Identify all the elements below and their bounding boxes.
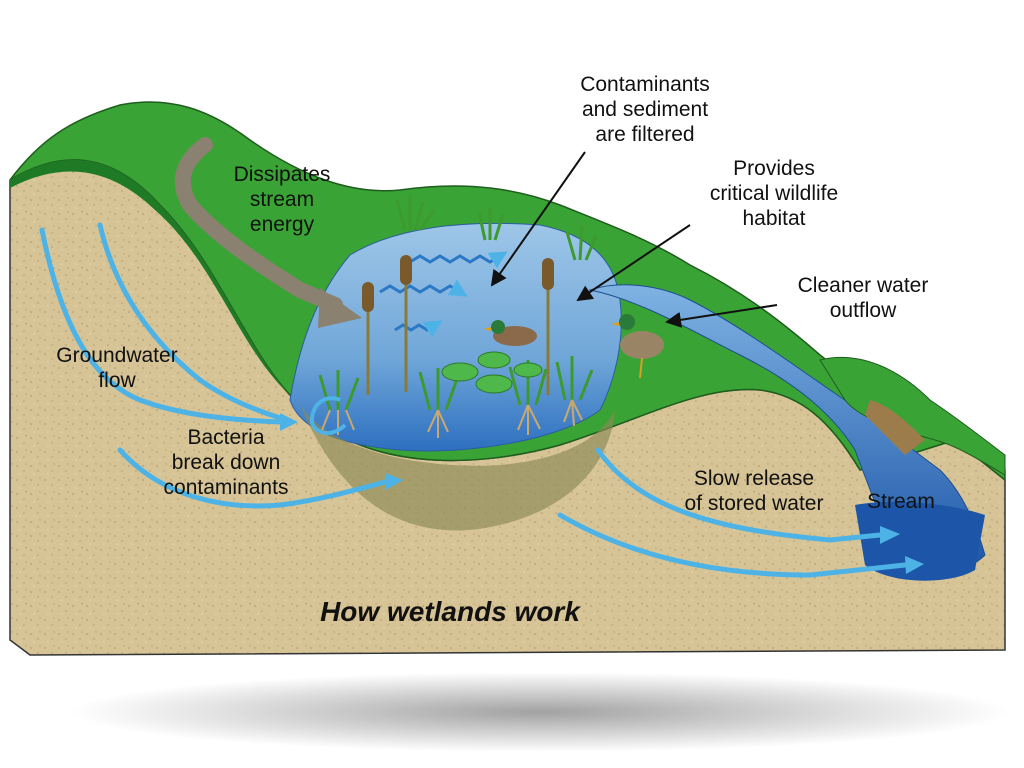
duck-swimming (483, 320, 537, 346)
stream-channel (588, 284, 986, 572)
duck-standing (611, 314, 664, 379)
groundwater-arrows (39, 222, 908, 578)
label-habitat: Provides critical wildlife habitat (709, 157, 839, 230)
grass-edge (10, 159, 300, 405)
label-dissipates: Dissipates stream energy (233, 163, 331, 236)
roots (321, 399, 583, 438)
diagram-title: How wetlands work (320, 596, 580, 627)
cattails (362, 255, 554, 395)
label-outflow: Cleaner water outflow (797, 274, 929, 322)
stream-energy-arrow (174, 137, 343, 313)
stream-energy-arrowhead (318, 288, 362, 328)
label-slow-release: Slow release of stored water (684, 467, 824, 515)
label-bacteria: Bacteria break down contaminants (163, 426, 289, 499)
groundwater-arrowheads (280, 413, 924, 574)
label-stream: Stream (867, 490, 935, 513)
pond-flow-arrows (379, 251, 508, 338)
stream-pool (855, 502, 985, 581)
leader-lines (490, 151, 778, 328)
reeds (318, 195, 598, 411)
wetland-basin (300, 405, 615, 531)
right-bank-rock (865, 400, 925, 455)
label-groundwater: Groundwater flow (56, 344, 178, 392)
ground-shadow (70, 672, 1010, 752)
label-contaminants: Contaminants and sediment are filtered (580, 73, 710, 146)
circulation-arrow (309, 396, 347, 436)
lily-pads (441, 351, 543, 394)
